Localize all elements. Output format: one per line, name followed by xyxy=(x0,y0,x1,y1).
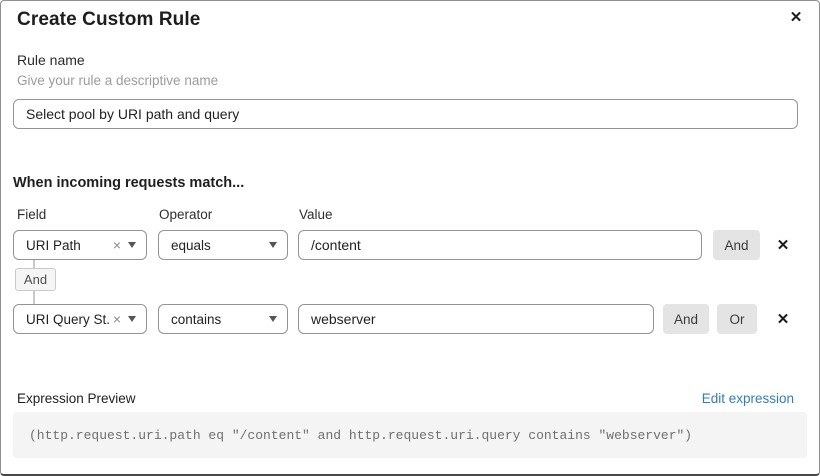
connector-and-badge: And xyxy=(15,268,56,291)
operator-select-row2[interactable]: contains xyxy=(158,304,288,334)
field-select-row1[interactable]: URI Path × xyxy=(13,230,147,260)
chevron-down-icon xyxy=(269,242,277,248)
operator-select-row1[interactable]: equals xyxy=(158,230,288,260)
field-select-row1-value: URI Path xyxy=(26,237,81,253)
column-label-value: Value xyxy=(299,207,333,222)
close-icon[interactable]: ✕ xyxy=(789,9,803,26)
expression-code-block: (http.request.uri.path eq "/content" and… xyxy=(13,412,807,458)
and-button-row2[interactable]: And xyxy=(663,304,709,334)
remove-row1-icon[interactable]: ✕ xyxy=(776,237,790,254)
value-input-row1[interactable]: /content xyxy=(298,230,702,260)
field-select-row2[interactable]: URI Query St... × xyxy=(13,304,147,334)
match-section-heading: When incoming requests match... xyxy=(13,175,245,191)
dialog-title: Create Custom Rule xyxy=(17,9,201,30)
rule-name-label: Rule name xyxy=(17,52,85,68)
clear-icon[interactable]: × xyxy=(112,237,121,253)
and-button-row1[interactable]: And xyxy=(713,230,760,260)
expression-code: (http.request.uri.path eq "/content" and… xyxy=(29,427,693,443)
or-button-row2[interactable]: Or xyxy=(717,304,757,334)
chevron-down-icon xyxy=(128,316,136,322)
expression-preview-label: Expression Preview xyxy=(17,391,136,406)
column-label-field: Field xyxy=(17,207,47,222)
operator-select-row1-value: equals xyxy=(171,237,211,253)
chevron-down-icon xyxy=(128,242,136,248)
edit-expression-link[interactable]: Edit expression xyxy=(701,391,794,406)
value-input-row2[interactable]: webserver xyxy=(298,304,654,334)
chevron-down-icon xyxy=(269,316,277,322)
clear-icon[interactable]: × xyxy=(112,311,121,327)
connector-line-top xyxy=(33,260,35,269)
rule-name-hint: Give your rule a descriptive name xyxy=(17,73,219,88)
connector-line-bottom xyxy=(33,291,35,304)
field-select-row2-value: URI Query St... xyxy=(26,311,109,327)
column-label-operator: Operator xyxy=(159,207,213,222)
remove-row2-icon[interactable]: ✕ xyxy=(776,311,790,328)
rule-name-input[interactable]: Select pool by URI path and query xyxy=(13,99,798,129)
operator-select-row2-value: contains xyxy=(171,311,222,327)
